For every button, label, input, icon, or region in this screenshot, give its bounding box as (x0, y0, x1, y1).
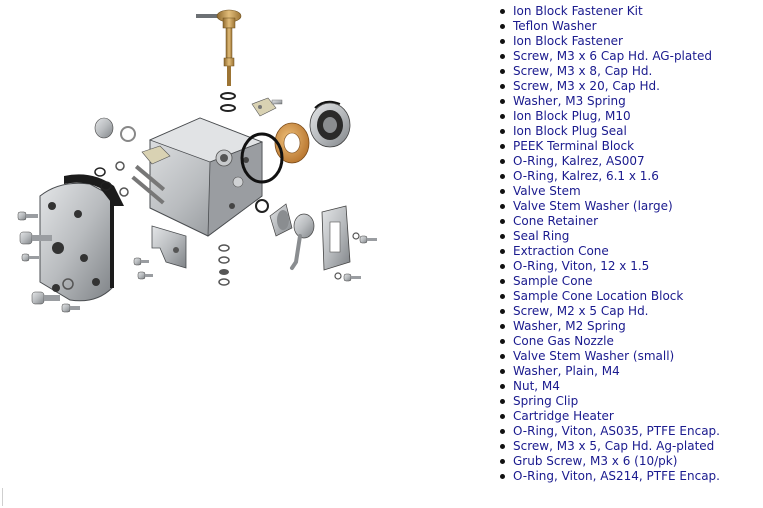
parts-list-item: Cone Retainer (496, 214, 720, 229)
parts-list-item: Screw, M3 x 6 Cap Hd. AG-plated (496, 49, 720, 64)
part-link[interactable]: Ion Block Plug, M10 (513, 109, 631, 123)
right-screws (334, 232, 377, 282)
sample-cone-bracket (321, 205, 351, 271)
part-link[interactable]: O-Ring, Viton, 12 x 1.5 (513, 259, 650, 273)
ion-block-fastener (196, 9, 242, 86)
parts-list-item: Teflon Washer (496, 19, 720, 34)
peek-terminal-block (251, 97, 283, 117)
parts-list-item: O-Ring, Viton, 12 x 1.5 (496, 259, 720, 274)
part-link[interactable]: Cone Retainer (513, 214, 599, 228)
parts-list-item: Washer, M2 Spring (496, 319, 720, 334)
bottom-screw-stack (133, 244, 230, 286)
parts-list-item: Ion Block Fastener Kit (496, 4, 720, 19)
part-link[interactable]: Sample Cone Location Block (513, 289, 684, 303)
part-link[interactable]: Screw, M3 x 8, Cap Hd. (513, 64, 653, 78)
parts-list-item: Ion Block Fastener (496, 34, 720, 49)
parts-list-item: Screw, M3 x 20, Cap Hd. (496, 79, 720, 94)
flange-plate (39, 174, 124, 302)
valve-stem (290, 213, 315, 270)
parts-list-item: Valve Stem Washer (small) (496, 349, 720, 364)
parts-list-item: Screw, M2 x 5 Cap Hd. (496, 304, 720, 319)
part-link[interactable]: Cone Gas Nozzle (513, 334, 614, 348)
parts-list-item: Seal Ring (496, 229, 720, 244)
parts-list-item: O-Ring, Kalrez, 6.1 x 1.6 (496, 169, 720, 184)
part-link[interactable]: Valve Stem Washer (small) (513, 349, 675, 363)
sample-cone-location-ring (309, 100, 351, 148)
parts-list-item: Spring Clip (496, 394, 720, 409)
part-link[interactable]: Screw, M3 x 5, Cap Hd. Ag-plated (513, 439, 715, 453)
parts-list-item: Ion Block Plug, M10 (496, 109, 720, 124)
part-link[interactable]: Ion Block Fastener (513, 34, 623, 48)
part-link[interactable]: Screw, M3 x 6 Cap Hd. AG-plated (513, 49, 712, 63)
parts-list-item: Valve Stem (496, 184, 720, 199)
parts-list-item: Grub Screw, M3 x 6 (10/pk) (496, 454, 720, 469)
parts-list-item: Screw, M3 x 5, Cap Hd. Ag-plated (496, 439, 720, 454)
part-link[interactable]: Teflon Washer (513, 19, 597, 33)
exploded-assembly-diagram (17, 9, 377, 313)
part-link[interactable]: Spring Clip (513, 394, 579, 408)
part-link[interactable]: Nut, M4 (513, 379, 560, 393)
seal-ring (274, 122, 310, 164)
part-link[interactable]: Grub Screw, M3 x 6 (10/pk) (513, 454, 678, 468)
parts-list-item: PEEK Terminal Block (496, 139, 720, 154)
parts-list-item: Sample Cone (496, 274, 720, 289)
small-washers-orings (62, 117, 136, 290)
part-link[interactable]: Valve Stem Washer (large) (513, 199, 673, 213)
parts-list-item: Screw, M3 x 8, Cap Hd. (496, 64, 720, 79)
part-link[interactable]: O-Ring, Kalrez, 6.1 x 1.6 (513, 169, 659, 183)
parts-list-item: Extraction Cone (496, 244, 720, 259)
parts-list-item: Sample Cone Location Block (496, 289, 720, 304)
parts-list-item: O-Ring, Viton, AS214, PTFE Encap. (496, 469, 720, 484)
parts-list-item: Ion Block Plug Seal (496, 124, 720, 139)
cone-retainer-bracket (151, 225, 187, 269)
part-link[interactable]: Ion Block Plug Seal (513, 124, 627, 138)
parts-list-item: Washer, Plain, M4 (496, 364, 720, 379)
part-link[interactable]: Washer, Plain, M4 (513, 364, 620, 378)
extraction-cone (255, 199, 293, 237)
part-link[interactable]: Ion Block Fastener Kit (513, 4, 643, 18)
part-link[interactable]: PEEK Terminal Block (513, 139, 635, 153)
parts-list-item: Washer, M3 Spring (496, 94, 720, 109)
parts-list-item: O-Ring, Kalrez, AS007 (496, 154, 720, 169)
cap-head-screws (17, 211, 80, 313)
part-link[interactable]: O-Ring, Viton, AS214, PTFE Encap. (513, 469, 720, 483)
part-link[interactable]: Valve Stem (513, 184, 581, 198)
part-link[interactable]: Washer, M3 Spring (513, 94, 626, 108)
page-divider (2, 488, 3, 506)
part-link[interactable]: Sample Cone (513, 274, 593, 288)
part-link[interactable]: Screw, M2 x 5 Cap Hd. (513, 304, 649, 318)
part-link[interactable]: O-Ring, Viton, AS035, PTFE Encap. (513, 424, 720, 438)
part-link[interactable]: O-Ring, Kalrez, AS007 (513, 154, 645, 168)
parts-list-item: Cone Gas Nozzle (496, 334, 720, 349)
part-link[interactable]: Extraction Cone (513, 244, 609, 258)
parts-list-item: Nut, M4 (496, 379, 720, 394)
parts-list-item: O-Ring, Viton, AS035, PTFE Encap. (496, 424, 720, 439)
part-link[interactable]: Seal Ring (513, 229, 570, 243)
part-link[interactable]: Washer, M2 Spring (513, 319, 626, 333)
parts-list-item: Cartridge Heater (496, 409, 720, 424)
parts-list-item: Valve Stem Washer (large) (496, 199, 720, 214)
part-link[interactable]: Cartridge Heater (513, 409, 614, 423)
part-link[interactable]: Screw, M3 x 20, Cap Hd. (513, 79, 660, 93)
ion-block-body (148, 117, 284, 237)
cartridge-heater-terminal (131, 145, 171, 205)
teflon-washers (220, 92, 236, 112)
